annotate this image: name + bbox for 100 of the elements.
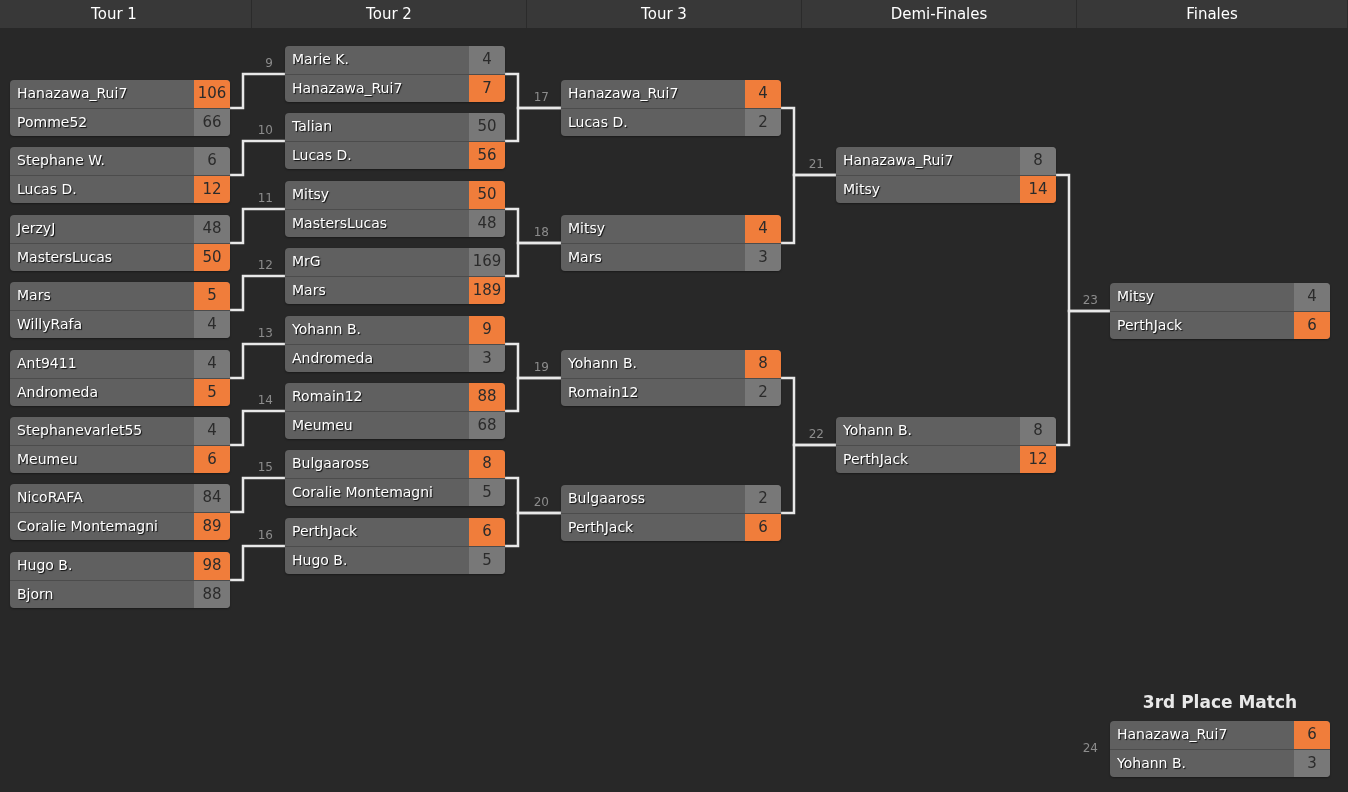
score-cell: 169 (469, 248, 505, 276)
player-name: Ant9411 (16, 354, 78, 373)
match-card (10, 552, 230, 608)
score-cell: 6 (194, 147, 230, 175)
player-name: Mitsy (1116, 287, 1156, 306)
player-name: Stephane W. (16, 151, 106, 170)
bracket-connector (505, 106, 561, 143)
score-cell: 4 (194, 350, 230, 378)
player-name: Hanazawa_Rui7 (16, 84, 129, 103)
column-header: Finales (1077, 0, 1348, 28)
player-name: Hanazawa_Rui7 (567, 84, 680, 103)
score-cell: 4 (1294, 283, 1330, 311)
score-cell: 8 (1020, 147, 1056, 175)
score-cell: 8 (469, 450, 505, 478)
score-cell: 3 (469, 345, 505, 372)
match-number: 24 (1081, 741, 1098, 755)
score-cell: 48 (469, 210, 505, 237)
match-card (836, 417, 1056, 473)
player-name: PerthJack (842, 450, 910, 469)
score-cell: 50 (469, 113, 505, 141)
player-name: Lucas D. (567, 113, 629, 132)
player-name: WillyRafa (16, 315, 83, 334)
score-cell: 12 (1020, 446, 1056, 473)
match-card (1110, 283, 1330, 339)
player-name: Mars (16, 286, 52, 305)
bracket-connector (230, 72, 285, 110)
match-card (10, 282, 230, 338)
score-cell: 4 (745, 80, 781, 108)
score-cell: 106 (194, 80, 230, 108)
player-name: Bulgaaross (291, 454, 370, 473)
player-name: Hugo B. (291, 551, 349, 570)
bracket-connector (505, 376, 561, 413)
player-name: Romain12 (567, 383, 640, 402)
player-name: Bulgaaross (567, 489, 646, 508)
bracket-connector (230, 476, 285, 514)
player-name: Yohann B. (567, 354, 638, 373)
player-name: PerthJack (567, 518, 635, 537)
score-cell: 6 (194, 446, 230, 473)
match-card (836, 147, 1056, 203)
player-name: Hanazawa_Rui7 (291, 79, 404, 98)
player-name: Pomme52 (16, 113, 89, 132)
player-name: MrG (291, 252, 322, 271)
player-name: Bjorn (16, 585, 55, 604)
player-name: PerthJack (1116, 316, 1184, 335)
match-number: 19 (532, 360, 549, 374)
player-name: NicoRAFA (16, 488, 84, 507)
match-number: 22 (807, 427, 824, 441)
column-header: Tour 3 (527, 0, 802, 28)
match-card (285, 383, 505, 439)
match-card (285, 248, 505, 304)
match-number: 21 (807, 157, 824, 171)
match-card (10, 80, 230, 136)
player-name: Meumeu (16, 450, 79, 469)
score-cell: 88 (469, 383, 505, 411)
player-name: Meumeu (291, 416, 354, 435)
match-card (561, 350, 781, 406)
match-card (561, 215, 781, 271)
player-name: Mars (291, 281, 327, 300)
score-cell: 50 (469, 181, 505, 209)
score-cell: 9 (469, 316, 505, 344)
score-cell: 48 (194, 215, 230, 243)
player-name: Yohann B. (1116, 754, 1187, 773)
player-name: Marie K. (291, 50, 350, 69)
score-cell: 6 (1294, 312, 1330, 339)
bracket-connector (1056, 309, 1110, 447)
player-name: JerzyJ (15, 219, 57, 238)
player-name: Mitsy (842, 180, 882, 199)
bracket-connector (230, 409, 285, 447)
player-name: Talian (291, 117, 334, 136)
player-name: Andromeda (291, 349, 375, 368)
match-number: 15 (256, 460, 273, 474)
match-number: 13 (256, 326, 273, 340)
bracket-connector (230, 274, 285, 312)
score-cell: 5 (469, 547, 505, 574)
score-cell: 4 (194, 311, 230, 338)
score-cell: 5 (194, 282, 230, 310)
match-card (10, 350, 230, 406)
match-card (1110, 721, 1330, 777)
bracket-connector (230, 342, 285, 380)
match-number: 16 (256, 528, 273, 542)
match-card (10, 215, 230, 271)
player-name: Hugo B. (16, 556, 74, 575)
score-cell: 68 (469, 412, 505, 439)
score-cell: 88 (194, 581, 230, 608)
match-card (285, 316, 505, 372)
player-name: Coralie Montemagni (16, 517, 159, 536)
match-card (561, 485, 781, 541)
score-cell: 6 (1294, 721, 1330, 749)
score-cell: 189 (469, 277, 505, 304)
bracket-connector (230, 139, 285, 177)
match-number: 10 (256, 123, 273, 137)
match-number: 20 (532, 495, 549, 509)
score-cell: 2 (745, 109, 781, 136)
player-name: Hanazawa_Rui7 (842, 151, 955, 170)
column-header: Demi-Finales (802, 0, 1077, 28)
match-card (285, 450, 505, 506)
player-name: Hanazawa_Rui7 (1116, 725, 1229, 744)
match-number: 23 (1081, 293, 1098, 307)
column-header: Tour 1 (0, 0, 252, 28)
player-name: Romain12 (291, 387, 364, 406)
